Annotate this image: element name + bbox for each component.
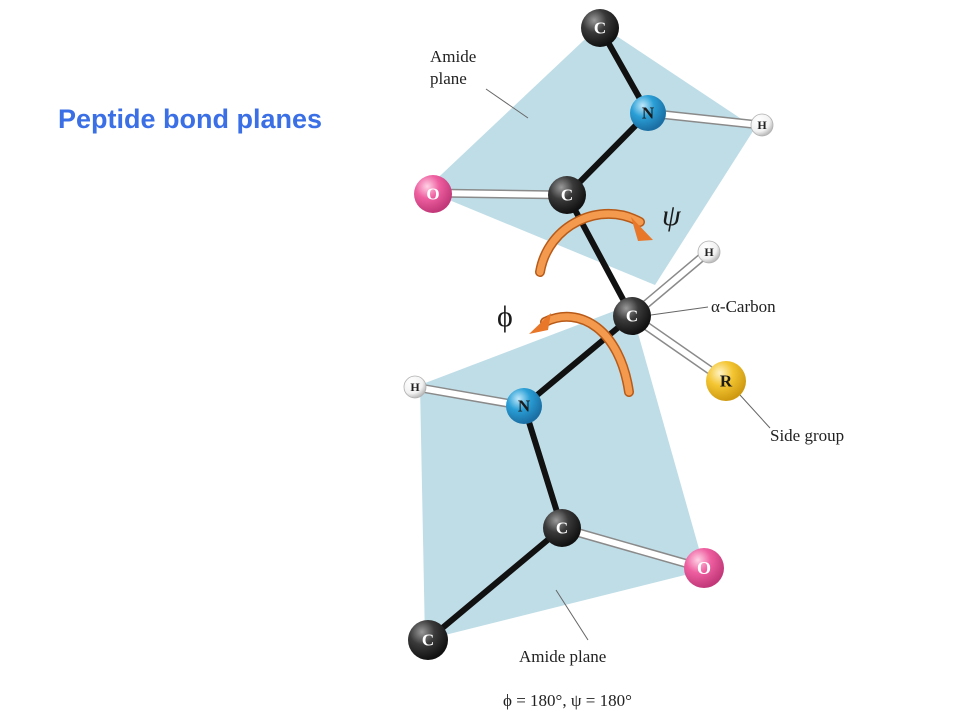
svg-text:O: O [426, 185, 439, 204]
svg-text:H: H [410, 380, 420, 394]
svg-text:O: O [697, 558, 711, 578]
svg-text:C: C [594, 19, 606, 38]
amide-plane-top-label-line1: Amide [430, 47, 476, 66]
carbon-atom-top: C [581, 9, 619, 47]
svg-text:H: H [757, 118, 767, 132]
page-title: Peptide bond planes [58, 104, 323, 134]
carbonyl-carbon-top: C [548, 176, 586, 214]
amide-plane-top [425, 25, 755, 285]
oxygen-atom-top: O [414, 175, 452, 213]
svg-text:N: N [642, 104, 655, 123]
psi-symbol: ψ [662, 199, 682, 232]
svg-text:R: R [720, 372, 733, 391]
svg-text:N: N [518, 397, 531, 416]
amide-plane-top-label-line2: plane [430, 69, 467, 88]
r-group-atom: R [706, 361, 746, 401]
leader-lines [485, 88, 771, 641]
nitrogen-atom-top: N [630, 95, 666, 131]
torsion-angle-caption: ϕ = 180°, ψ = 180° [503, 691, 632, 710]
svg-text:H: H [704, 245, 714, 259]
alpha-carbon-label: α-Carbon [711, 297, 776, 316]
phi-symbol: ϕ [497, 300, 513, 333]
psi-rotation-arrow [535, 208, 653, 277]
hydrogen-atom-alpha: H [697, 240, 721, 264]
amide-plane-bottom [420, 305, 705, 640]
nitrogen-atom-bottom: N [506, 388, 542, 424]
phi-rotation-arrow [529, 311, 634, 397]
hydrogen-atom-bottom: H [403, 375, 427, 399]
amide-plane-bottom-label: Amide plane [519, 647, 606, 666]
oxygen-atom-bottom: O [684, 548, 724, 588]
hydrogen-atom-top: H [750, 113, 774, 137]
carbon-atom-bottom: C [408, 620, 448, 660]
carbonyl-carbon-bottom: C [543, 509, 581, 547]
svg-text:C: C [626, 307, 638, 326]
svg-text:C: C [561, 186, 573, 205]
alpha-carbon-atom: C [613, 297, 651, 335]
svg-text:C: C [556, 519, 568, 538]
side-group-label: Side group [770, 426, 844, 445]
svg-text:C: C [422, 631, 434, 650]
